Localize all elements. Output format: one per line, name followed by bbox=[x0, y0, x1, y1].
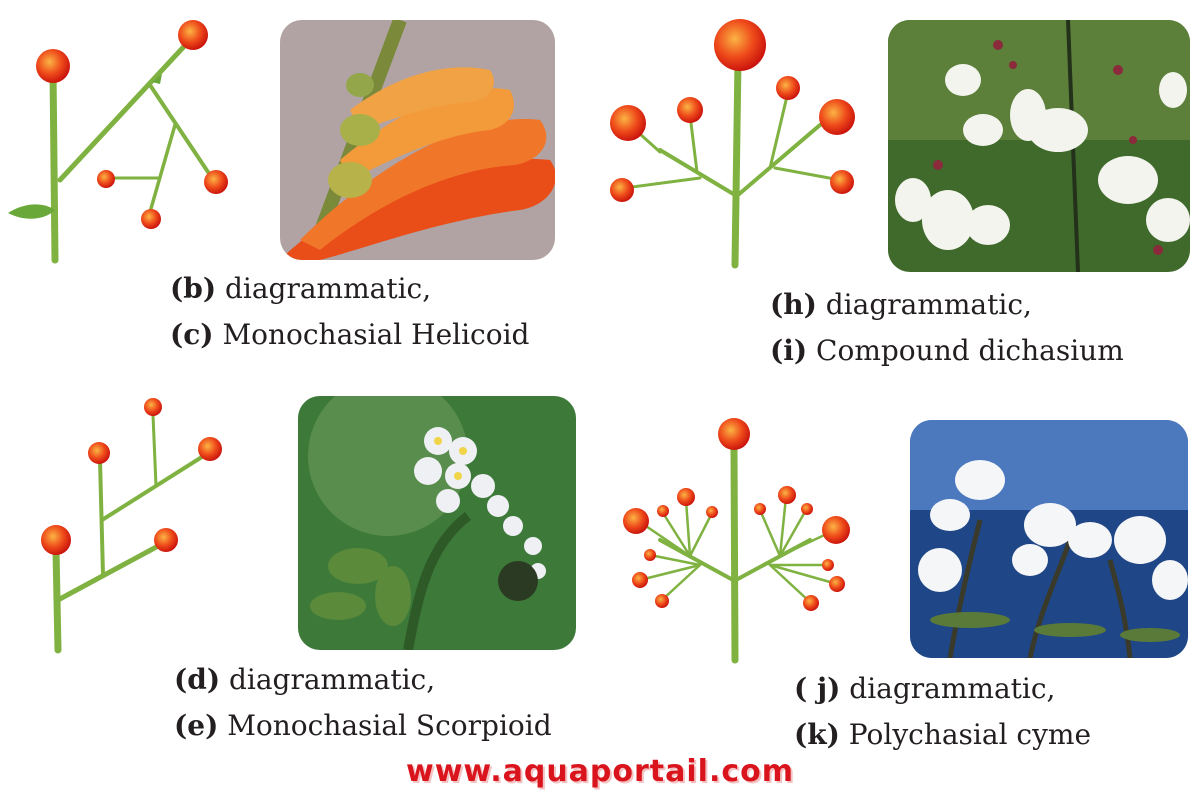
flower-bud bbox=[706, 506, 718, 518]
flower-bud bbox=[141, 209, 161, 229]
flower-bud bbox=[830, 170, 854, 194]
flower-bud bbox=[822, 559, 834, 571]
flower-bud bbox=[88, 442, 110, 464]
flower-bud bbox=[714, 19, 766, 71]
caption-j-k: ( j) diagrammatic, (k) Polychasial cyme bbox=[794, 672, 1092, 751]
flower-bud bbox=[801, 503, 813, 515]
caption-d-e: (d) diagrammatic, (e) Monochasial Scorpi… bbox=[174, 663, 552, 742]
white-oleander-flowers-photo bbox=[910, 420, 1188, 658]
flower-bud bbox=[776, 76, 800, 100]
flower-bud bbox=[822, 516, 850, 544]
flower-bud bbox=[36, 49, 70, 83]
helicoid-diagram bbox=[8, 20, 228, 264]
flower-bud bbox=[778, 486, 796, 504]
flower-bud bbox=[204, 170, 228, 194]
flower-bud bbox=[754, 503, 766, 515]
caption-h-i: (h) diagrammatic, (i) Compound dichasium bbox=[770, 288, 1124, 367]
flower-bud bbox=[803, 595, 819, 611]
compound-dichasium-diagram bbox=[610, 19, 855, 269]
flower-bud bbox=[41, 525, 71, 555]
white-scorpioid-cyme-photo bbox=[298, 396, 576, 650]
flower-bud bbox=[632, 572, 648, 588]
flower-bud bbox=[644, 549, 656, 561]
flower-bud bbox=[819, 99, 855, 135]
flower-bud bbox=[655, 594, 669, 608]
flower-bud bbox=[97, 170, 115, 188]
flower-bud bbox=[154, 528, 178, 552]
flower-bud bbox=[829, 576, 845, 592]
flower-bud bbox=[178, 20, 208, 50]
leaf-icon bbox=[8, 204, 55, 219]
flower-bud bbox=[657, 505, 669, 517]
flower-bud bbox=[610, 178, 634, 202]
orange-tubular-flowers-photo bbox=[280, 20, 555, 260]
polychasial-cyme-diagram bbox=[623, 418, 850, 664]
flower-bud bbox=[198, 437, 222, 461]
flower-bud bbox=[677, 97, 703, 123]
caption-b-c: (b) diagrammatic, (c) Monochasial Helico… bbox=[170, 272, 530, 351]
flower-bud bbox=[677, 488, 695, 506]
flower-bud bbox=[718, 418, 750, 450]
flower-bud bbox=[144, 398, 162, 416]
flower-bud bbox=[623, 508, 649, 534]
scorpioid-diagram bbox=[41, 398, 222, 654]
white-flowers-photo bbox=[888, 20, 1190, 272]
website-watermark: www.aquaportail.com bbox=[405, 754, 795, 789]
flower-bud bbox=[610, 105, 646, 141]
